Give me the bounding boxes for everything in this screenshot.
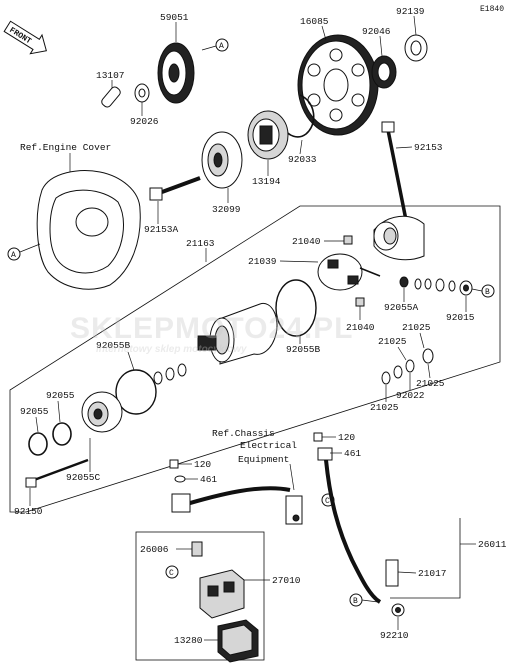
starter-cable-left-icon	[171, 486, 303, 525]
label-92015: 92015	[446, 312, 475, 323]
oring-92055b-left-icon	[115, 369, 157, 415]
oring-92055a-icon	[399, 276, 409, 288]
diagram-code: E1840	[480, 5, 504, 14]
label-92033: 92033	[288, 154, 317, 165]
label-21163: 21163	[186, 238, 215, 249]
label-92055B-left: 92055B	[96, 340, 131, 351]
washers-motor-icon	[153, 363, 187, 385]
ref-chassis-line1: Ref.Chassis	[212, 428, 275, 439]
label-92055-b: 92055	[20, 406, 49, 417]
bolt-92153-icon	[381, 121, 410, 231]
callout-c-left	[165, 565, 179, 579]
bolt-120-right-icon	[313, 432, 323, 442]
label-32099: 32099	[212, 204, 241, 215]
oring-92055-b-icon	[28, 432, 48, 456]
circlip-92033-icon	[283, 94, 315, 138]
bolt-92153a-icon	[149, 176, 201, 201]
callout-b-bottom-label: B	[353, 597, 358, 606]
label-16085: 16085	[300, 16, 329, 27]
end-cover-icon	[373, 215, 425, 261]
oring-92055-a-icon	[52, 422, 72, 446]
callout-a-left	[7, 247, 21, 261]
label-26011: 26011	[478, 539, 507, 550]
label-120-right: 120	[338, 432, 355, 443]
watermark-brand: SKLEPMOTO24.PL	[70, 312, 354, 345]
relay-frame	[135, 531, 265, 661]
label-92153: 92153	[414, 142, 443, 153]
label-92055-a: 92055	[46, 390, 75, 401]
washer-461-left-icon	[174, 475, 186, 483]
callout-b-right-label: B	[485, 288, 490, 297]
front-arrow-icon: FRONT	[3, 20, 47, 55]
label-13280: 13280	[174, 635, 203, 646]
label-92153A: 92153A	[144, 224, 179, 235]
label-13107: 13107	[96, 70, 125, 81]
ref-chassis-line3: Equipment	[238, 454, 289, 465]
brush-plate-21039-icon	[317, 253, 381, 291]
callout-c-left-label: C	[169, 569, 174, 578]
brush-21040-top-icon	[343, 235, 353, 245]
label-21025-a: 21025	[402, 322, 431, 333]
pin-13107-icon	[101, 86, 121, 108]
watermark-tagline: internetowy sklep motocyklowy	[96, 344, 247, 355]
collar-92139-icon	[404, 34, 428, 62]
oring-92055b-right-icon	[275, 279, 317, 337]
cable-bracket-frame	[390, 518, 461, 599]
gear-59051-icon	[157, 42, 195, 104]
label-59051: 59051	[160, 12, 189, 23]
callout-a-top	[215, 38, 229, 52]
washers-21025-icon	[381, 348, 434, 385]
label-26006: 26006	[140, 544, 169, 555]
relay-cover-13280-icon	[217, 619, 259, 663]
label-92055B-right: 92055B	[286, 344, 321, 355]
label-27010: 27010	[272, 575, 301, 586]
callout-a-left-label: A	[11, 251, 16, 260]
ref-chassis-line2: Electrical	[240, 440, 297, 451]
bolt-120-left-icon	[169, 459, 179, 469]
starter-motor-frame	[9, 205, 501, 513]
label-92210: 92210	[380, 630, 409, 641]
label-92150: 92150	[14, 506, 43, 517]
label-120-left: 120	[194, 459, 211, 470]
washer-stack-icon	[414, 278, 456, 292]
callout-a-top-label: A	[219, 42, 224, 51]
bearing-92046-icon	[371, 55, 397, 89]
engine-cover-icon	[36, 170, 141, 290]
nut-92015-icon	[459, 280, 473, 296]
clutch-32099-icon	[201, 131, 243, 189]
label-461-right: 461	[344, 448, 361, 459]
label-21025-b: 21025	[378, 336, 407, 347]
front-cover-icon	[81, 391, 123, 433]
callout-c-right-label: C	[325, 497, 330, 506]
label-92139: 92139	[396, 6, 425, 17]
label-92022: 92022	[396, 390, 425, 401]
label-21040-bottom: 21040	[346, 322, 375, 333]
label-13194: 13194	[252, 176, 281, 187]
label-92026: 92026	[130, 116, 159, 127]
starter-cable-right-icon	[317, 447, 399, 604]
label-21040-top: 21040	[292, 236, 321, 247]
ref-engine-cover-label: Ref.Engine Cover	[20, 142, 111, 153]
brush-21040-bottom-icon	[355, 297, 365, 307]
label-92046: 92046	[362, 26, 391, 37]
bolt-92150-icon	[25, 458, 89, 488]
watermark: SKLEPMOTO24.PL internetowy sklep motocyk…	[70, 312, 354, 355]
label-92055C: 92055C	[66, 472, 101, 483]
label-461-left: 461	[200, 474, 217, 485]
motor-yoke-icon	[197, 302, 278, 365]
label-21017: 21017	[418, 568, 447, 579]
relay-27010-icon	[199, 569, 245, 619]
nut-92210-icon	[391, 603, 405, 617]
label-21025-c: 21025	[416, 378, 445, 389]
gear-16085-icon	[297, 34, 379, 136]
label-21025-d: 21025	[370, 402, 399, 413]
label-21039: 21039	[248, 256, 277, 267]
label-92055A: 92055A	[384, 302, 419, 313]
fuse-26006-icon	[191, 541, 203, 557]
clutch-13194-icon	[247, 110, 289, 160]
